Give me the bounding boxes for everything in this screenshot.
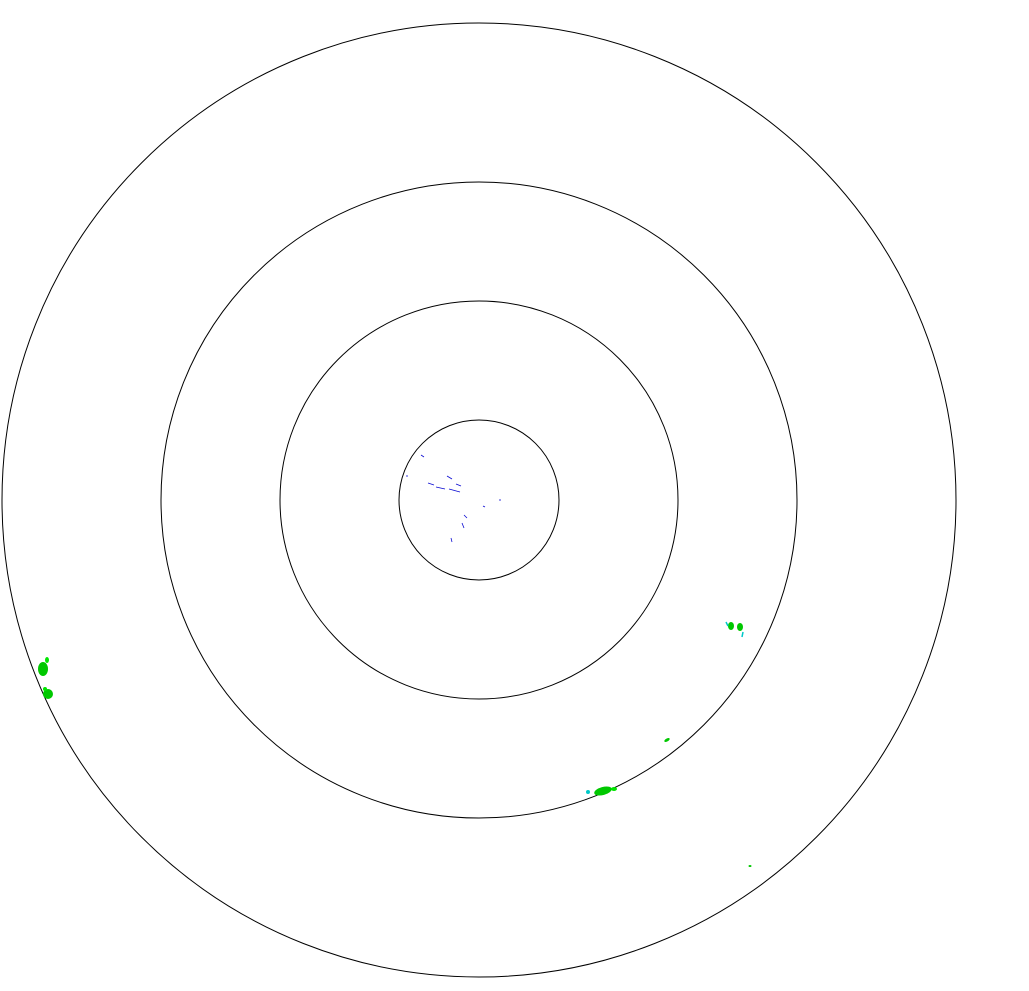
- echo-cell: [725, 621, 729, 627]
- echo-cell: [45, 657, 49, 663]
- range-rings: [1, 22, 957, 978]
- range-ring-1: [398, 419, 560, 581]
- range-ring-3: [160, 181, 798, 819]
- range-ring-2: [279, 300, 679, 700]
- echo-cell: [586, 790, 590, 794]
- echo-cell: [594, 786, 612, 796]
- echo-cell: [664, 738, 670, 742]
- echo-cell: [611, 787, 617, 791]
- clutter-echo: [435, 486, 446, 490]
- ground-clutter-echoes: [406, 454, 501, 543]
- clutter-echo: [450, 537, 453, 543]
- clutter-echo: [455, 483, 462, 487]
- clutter-echo: [463, 514, 468, 519]
- precipitation-echo-west: [38, 657, 53, 699]
- echo-cell: [728, 622, 734, 630]
- clutter-echo: [427, 482, 435, 486]
- echo-cell: [43, 689, 53, 699]
- clutter-echo: [420, 454, 425, 458]
- range-ring-4: [1, 22, 957, 978]
- clutter-echo: [461, 522, 465, 529]
- echo-cell: [38, 662, 48, 676]
- echo-cell: [748, 865, 752, 867]
- clutter-echo: [482, 505, 486, 508]
- clutter-echo: [448, 488, 461, 493]
- precipitation-echo-east: [725, 621, 744, 638]
- clutter-echo: [446, 475, 453, 480]
- precipitation-echo-southeast: [586, 738, 752, 867]
- echo-cell: [43, 687, 47, 691]
- echo-cell: [737, 623, 743, 631]
- echo-cell: [741, 631, 744, 638]
